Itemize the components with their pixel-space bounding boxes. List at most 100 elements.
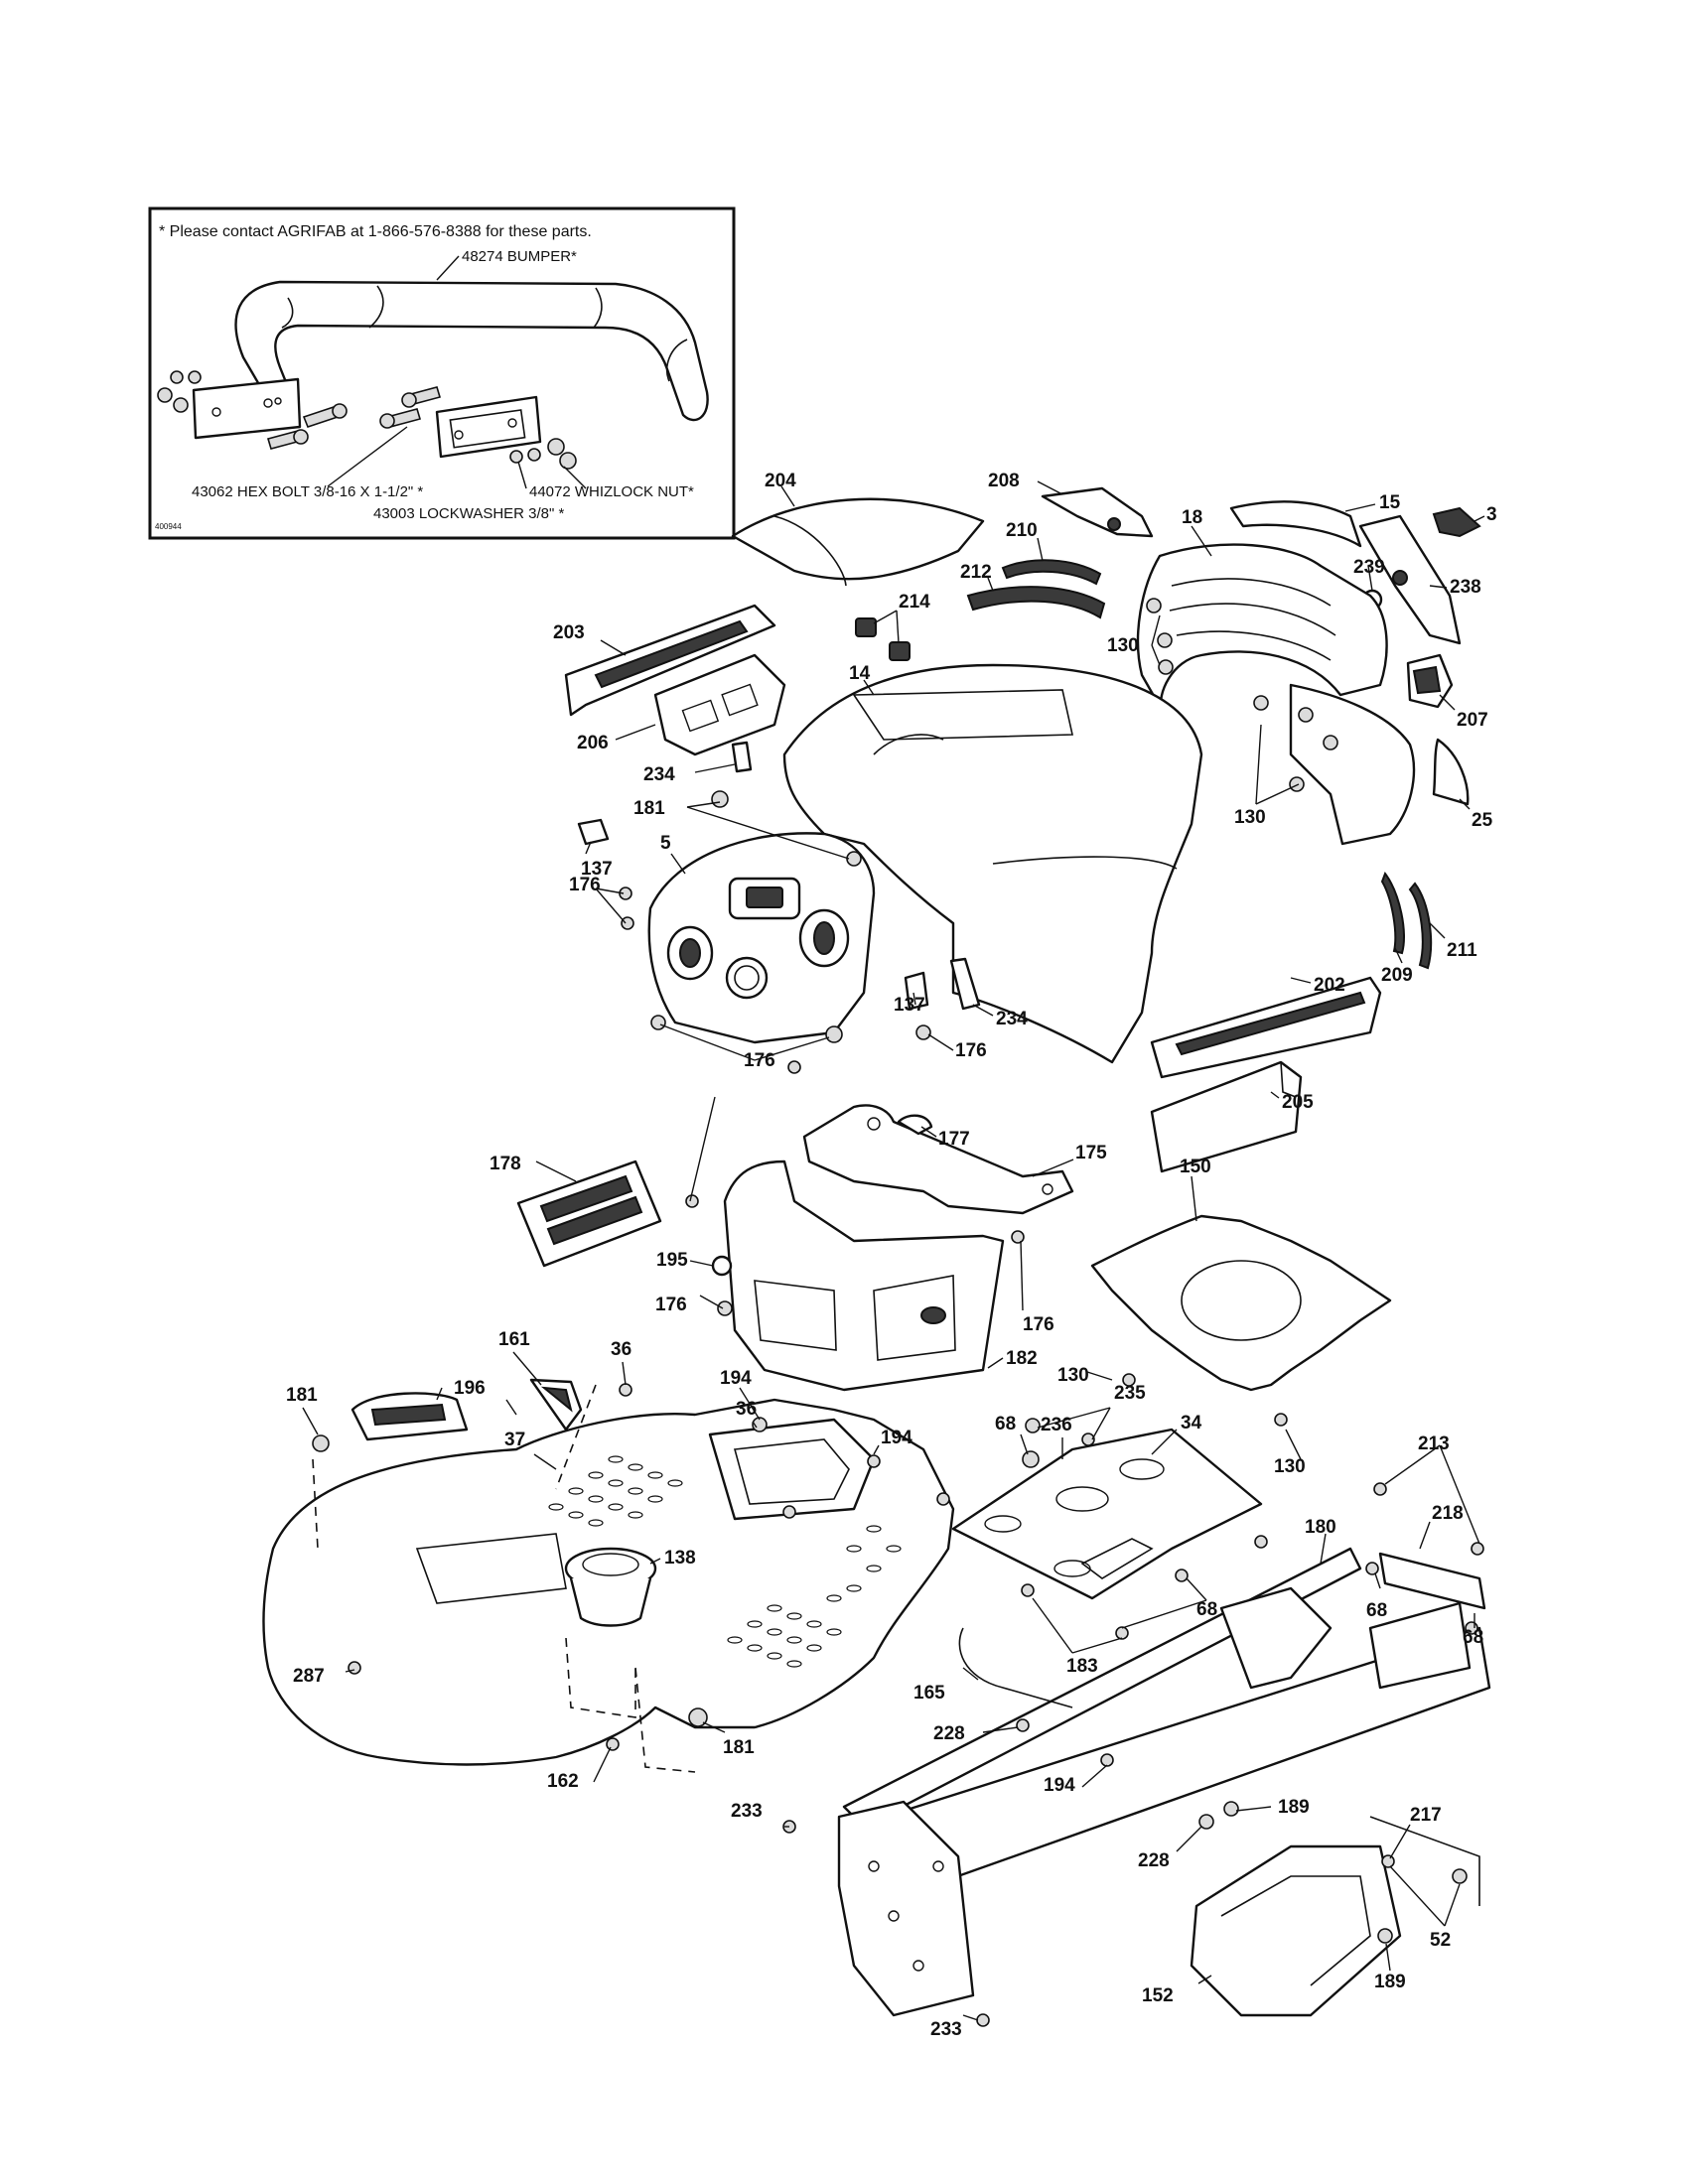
bumper-part xyxy=(234,280,709,428)
callout-210: 210 xyxy=(1006,520,1038,541)
callout-181b: 181 xyxy=(286,1385,318,1406)
callout-177: 177 xyxy=(938,1129,970,1150)
part-25 xyxy=(1432,738,1470,806)
callout-212: 212 xyxy=(960,562,992,583)
callout-202: 202 xyxy=(1314,975,1345,996)
part-233-bracket xyxy=(837,1800,975,2017)
callout-203: 203 xyxy=(553,622,585,643)
inset-drawing-number: 400944 xyxy=(155,522,182,531)
callout-130b: 130 xyxy=(1234,807,1266,828)
bumper-label: 48274 BUMPER* xyxy=(462,248,577,265)
callout-194c: 194 xyxy=(1044,1775,1075,1796)
callout-234b: 234 xyxy=(996,1009,1028,1029)
callout-68a: 68 xyxy=(995,1414,1016,1434)
part-137b xyxy=(904,971,929,1011)
part-210 xyxy=(1001,559,1102,586)
part-234b xyxy=(949,957,981,1011)
callout-235: 235 xyxy=(1114,1383,1146,1404)
part-137a xyxy=(577,818,610,846)
callout-194a: 194 xyxy=(720,1368,752,1389)
hex-bolt-label: 43062 HEX BOLT 3/8-16 X 1-1/2" * xyxy=(192,483,423,500)
callout-162: 162 xyxy=(547,1771,579,1792)
callout-217: 217 xyxy=(1410,1805,1442,1826)
callout-238: 238 xyxy=(1450,577,1481,598)
callout-206: 206 xyxy=(577,733,609,753)
callout-218: 218 xyxy=(1432,1503,1464,1524)
fender-vents xyxy=(548,1455,902,1668)
callout-labels: 204 208 15 3 210 18 239 238 212 214 130 … xyxy=(286,471,1497,2040)
part-152 xyxy=(1190,1844,1402,2017)
callout-195: 195 xyxy=(656,1250,688,1271)
lockwasher-label: 43003 LOCKWASHER 3/8" * xyxy=(373,505,565,522)
callout-68b: 68 xyxy=(1196,1599,1217,1620)
part-209 xyxy=(1380,871,1405,955)
part-161 xyxy=(529,1378,583,1432)
callout-211: 211 xyxy=(1447,940,1477,961)
part-206 xyxy=(653,653,786,756)
callout-161: 161 xyxy=(498,1329,530,1350)
callout-189a: 189 xyxy=(1278,1797,1310,1818)
callout-18: 18 xyxy=(1182,507,1202,528)
part-195 xyxy=(711,1255,733,1277)
callout-236: 236 xyxy=(1041,1415,1072,1435)
callout-194b: 194 xyxy=(881,1428,912,1448)
callout-233b: 233 xyxy=(930,2019,962,2040)
part-238 xyxy=(1358,514,1462,645)
callout-178: 178 xyxy=(490,1154,521,1174)
callout-150: 150 xyxy=(1180,1157,1211,1177)
callout-204: 204 xyxy=(765,471,796,491)
callout-234a: 234 xyxy=(643,764,675,785)
leader-lines xyxy=(302,480,1485,2021)
callout-233a: 233 xyxy=(731,1801,763,1822)
callout-137b: 137 xyxy=(894,995,925,1016)
callout-165: 165 xyxy=(913,1683,945,1704)
part-150 xyxy=(1090,1214,1392,1392)
callout-176e: 176 xyxy=(1023,1314,1054,1335)
callout-176b: 176 xyxy=(744,1050,775,1071)
callout-137a: 137 xyxy=(581,859,613,880)
part-205 xyxy=(1150,1060,1303,1173)
callout-228b: 228 xyxy=(1138,1850,1170,1871)
callout-239: 239 xyxy=(1353,557,1385,578)
callout-68d: 68 xyxy=(1463,1627,1483,1648)
part-5 xyxy=(647,832,876,1044)
fasteners xyxy=(312,598,1484,2027)
whizlock-nut-label: 44072 WHIZLOCK NUT* xyxy=(529,483,694,500)
callout-3: 3 xyxy=(1486,504,1497,525)
callout-228a: 228 xyxy=(933,1723,965,1744)
callout-176d: 176 xyxy=(655,1295,687,1315)
part-204 xyxy=(731,497,985,581)
hood-right-side xyxy=(1289,683,1416,846)
callout-130c: 130 xyxy=(1057,1365,1089,1386)
callout-287: 287 xyxy=(293,1666,325,1687)
callout-213: 213 xyxy=(1418,1433,1450,1454)
part-34 xyxy=(951,1428,1263,1600)
callout-176a: 176 xyxy=(569,875,601,895)
bumper-kit-inset: * Please contact AGRIFAB at 1-866-576-83… xyxy=(148,206,736,540)
callout-36a: 36 xyxy=(611,1339,632,1360)
part-3 xyxy=(1432,506,1481,538)
callout-52: 52 xyxy=(1430,1930,1451,1951)
callout-180: 180 xyxy=(1305,1517,1336,1538)
part-177 xyxy=(897,1114,933,1136)
callout-34: 34 xyxy=(1181,1413,1202,1433)
callout-130d: 130 xyxy=(1274,1456,1306,1477)
callout-138: 138 xyxy=(664,1548,696,1569)
callout-14: 14 xyxy=(849,663,871,684)
callout-214: 214 xyxy=(899,592,930,613)
callout-175: 175 xyxy=(1075,1143,1107,1163)
part-211 xyxy=(1408,882,1433,970)
callout-36b: 36 xyxy=(736,1399,757,1420)
callout-37: 37 xyxy=(504,1430,525,1450)
callout-68c: 68 xyxy=(1366,1600,1387,1621)
callout-205: 205 xyxy=(1282,1092,1314,1113)
callout-15: 15 xyxy=(1379,492,1401,513)
callout-183: 183 xyxy=(1066,1656,1098,1677)
callout-208: 208 xyxy=(988,471,1020,491)
callout-152: 152 xyxy=(1142,1985,1174,2006)
part-18 xyxy=(1136,543,1388,712)
part-208 xyxy=(1041,486,1154,538)
part-234a xyxy=(731,741,753,773)
callout-5: 5 xyxy=(660,833,671,854)
